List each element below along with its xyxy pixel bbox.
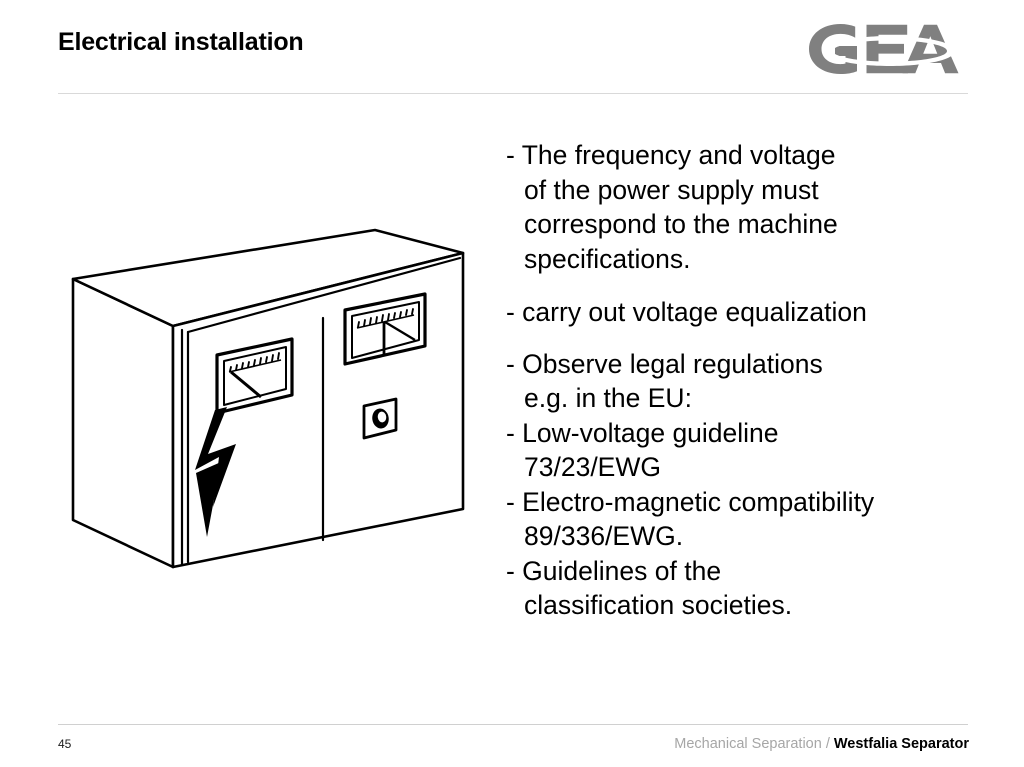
footer-brand: Mechanical Separation / Westfalia Separa… xyxy=(674,736,969,752)
bullet-item-frequency-voltage: - The frequency and voltage of the power… xyxy=(506,140,838,274)
header-divider xyxy=(58,93,968,94)
footer-brand-name: Westfalia Separator xyxy=(833,736,969,752)
bullet-item-legal-regulations: - Observe legal regulations e.g. in the … xyxy=(506,348,823,414)
bullet-item-low-voltage-guideline: - Low-voltage guideline 73/23/EWG xyxy=(506,417,779,483)
bullet-item-emc-compatibility: - Electro-magnetic compatibility 89/336/… xyxy=(506,486,875,552)
gea-logo xyxy=(802,18,972,80)
electrical-cabinet-illustration xyxy=(55,222,485,592)
page-title: Electrical installation xyxy=(58,28,304,56)
bullet-item-voltage-equalization: - carry out voltage equalization xyxy=(506,297,867,327)
footer-divider xyxy=(58,724,968,725)
bullet-item-classification-societies: - Guidelines of the classification socie… xyxy=(506,555,793,621)
page-number: 45 xyxy=(58,737,72,751)
bullet-list: - The frequency and voltage of the power… xyxy=(506,138,996,623)
footer-business-unit: Mechanical Separation / xyxy=(674,736,834,752)
